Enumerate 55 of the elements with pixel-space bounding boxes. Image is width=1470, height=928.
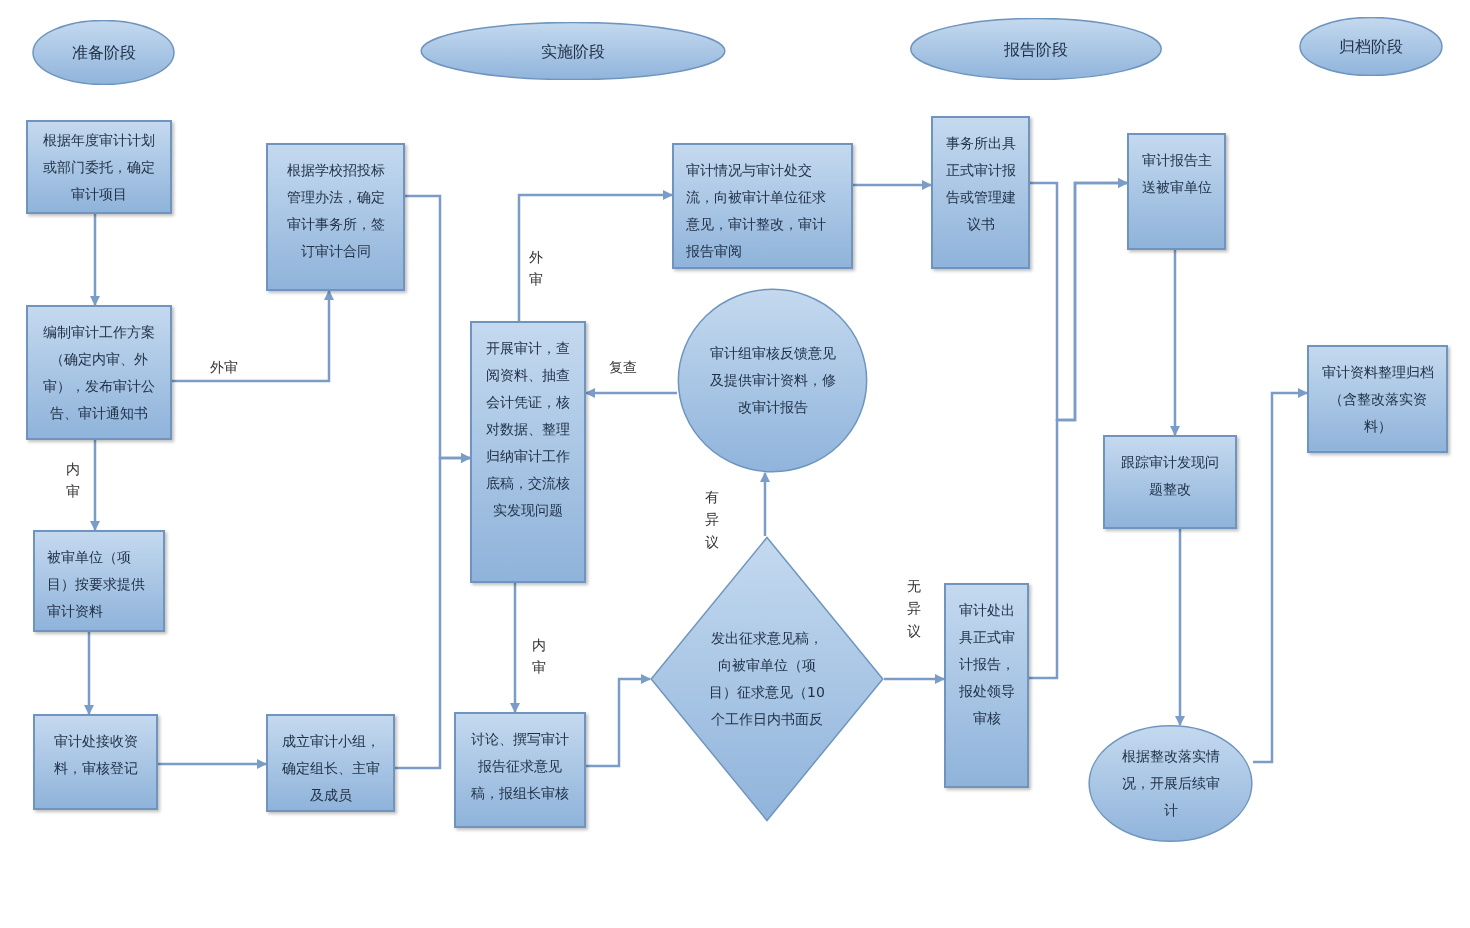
- node-text: 事务所出具正式审计报告或管理建议书: [945, 134, 1016, 234]
- process-box: [454, 712, 586, 828]
- process-box: [266, 714, 395, 812]
- node-text: 报告阶段: [1004, 38, 1068, 61]
- node-text: 被审单位（项目）按要求提供审计资料: [47, 548, 146, 621]
- process-box: [931, 116, 1030, 269]
- process-circle: [677, 288, 868, 473]
- arrow: [853, 180, 932, 190]
- process-box: [672, 143, 853, 269]
- arrow: [586, 674, 651, 768]
- arrow: [517, 190, 673, 321]
- node-text: 跟踪审计发现问题整改: [1120, 453, 1220, 499]
- arrow: [585, 388, 677, 398]
- arrow: [158, 759, 267, 769]
- process-box: [26, 305, 172, 440]
- node-text: 成立审计小组，确定组长、主审及成员: [280, 732, 381, 805]
- process-ellipse: [1088, 725, 1253, 842]
- process-box: [1307, 345, 1448, 453]
- arrow: [1029, 178, 1128, 680]
- node-text: 审计情况与审计处交流，向被审计单位征求意见，审计整改，审计报告审阅: [686, 161, 827, 261]
- arrow: [510, 583, 520, 713]
- node-text: 归档阶段: [1339, 36, 1403, 58]
- process-box: [33, 530, 165, 632]
- node-text: 审计处接收资料，审核登记: [52, 732, 139, 778]
- process-box: [33, 714, 158, 810]
- arrow: [1253, 388, 1308, 764]
- node-text: 根据学校招投标管理办法，确定审计事务所，签订审计合同: [285, 161, 386, 261]
- process-box: [1127, 133, 1226, 250]
- node-text: 讨论、撰写审计报告征求意见稿，报组长审核: [470, 730, 570, 803]
- node-text: 根据整改落实情况，开展后续审计: [1120, 747, 1221, 820]
- node-text: 开展审计，查阅资料、抽查会计凭证，核对数据、整理归纳审计工作底稿，交流核实发现问题: [485, 339, 571, 520]
- node-text: 准备阶段: [71, 42, 136, 64]
- node-text: 审计报告主送被审单位: [1141, 151, 1212, 197]
- process-box: [1103, 435, 1237, 529]
- node-text: 审计处出具正式审计报告，报处领导审核: [958, 601, 1015, 728]
- process-box: [944, 583, 1029, 788]
- process-box: [26, 120, 172, 214]
- arrow: [1175, 529, 1185, 726]
- arrow: [172, 290, 334, 383]
- process-box: [470, 321, 586, 583]
- arrow: [884, 674, 945, 684]
- arrow: [90, 214, 100, 306]
- process-box: [266, 143, 405, 291]
- arrow: [1170, 250, 1180, 436]
- arrow: [395, 453, 471, 770]
- node-text: 实施阶段: [541, 40, 605, 63]
- node-text: 根据年度审计计划或部门委托，确定审计项目: [42, 130, 156, 204]
- node-text: 发出征求意见稿，向被审单位（项目）征求意见（10个工作日内书面反: [708, 629, 826, 729]
- node-text: 编制审计工作方案（确定内审、外审），发布审计公告、审计通知书: [42, 322, 156, 423]
- arrow: [760, 472, 770, 536]
- decision-diamond: [650, 536, 884, 822]
- node-text: 审计资料整理归档（含整改落实资料）: [1321, 363, 1434, 436]
- arrow: [84, 632, 94, 715]
- node-text: 审计组审核反馈意见及提供审计资料，修改审计报告: [708, 344, 837, 417]
- arrow: [90, 440, 100, 531]
